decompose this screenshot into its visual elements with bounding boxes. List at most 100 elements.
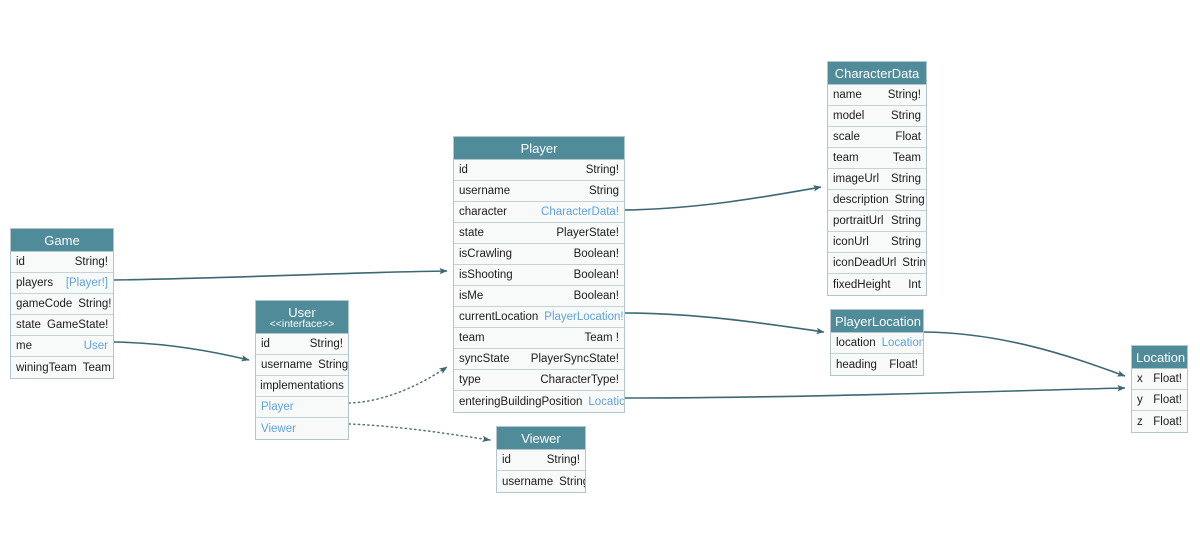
entity-header-location: Location (1132, 346, 1187, 369)
field-type: String (902, 257, 926, 269)
field-type: GameState! (46, 319, 109, 331)
field-type: Team (82, 361, 111, 374)
field-name: Player (261, 401, 294, 413)
field-type: Float (895, 131, 921, 143)
field-row: id String! (497, 450, 585, 471)
entity-title: CharacterData (834, 66, 920, 81)
implementation-row[interactable]: Player (256, 397, 348, 418)
field-name: type (459, 374, 481, 386)
entity-title: User (288, 305, 316, 320)
field-row: name String! (828, 85, 926, 106)
field-name: team (833, 152, 859, 164)
field-name: username (502, 475, 554, 488)
field-name: team (459, 332, 485, 344)
field-name: x (1137, 373, 1143, 385)
field-name: iconUrl (833, 236, 869, 248)
field-type: String (318, 359, 348, 371)
field-name: state (459, 227, 484, 239)
field-name: isMe (459, 290, 484, 302)
field-name: state (16, 319, 41, 331)
field-row: currentLocation PlayerLocation! (454, 307, 624, 328)
field-type: Float! (1153, 373, 1182, 385)
field-type: Float! (889, 358, 918, 371)
field-row: winingTeam Team (11, 357, 113, 378)
field-row: state PlayerState! (454, 223, 624, 244)
field-row: state GameState! (11, 315, 113, 336)
field-name: currentLocation (459, 311, 539, 323)
field-name: fixedHeight (833, 278, 891, 291)
field-name: isCrawling (459, 248, 513, 260)
implementation-row[interactable]: Viewer (256, 418, 348, 439)
field-name: enteringBuildingPosition (459, 395, 583, 408)
field-row: players[Player!] (11, 273, 113, 294)
entity-title: Viewer (521, 431, 561, 446)
field-type: String (894, 194, 925, 206)
field-type: Int (908, 278, 921, 291)
entity-header-user: User<<interface>> (256, 301, 348, 334)
field-row: isMe Boolean! (454, 286, 624, 307)
field-type: Float! (1153, 415, 1182, 428)
field-name: username (261, 359, 313, 371)
field-row: scale Float (828, 127, 926, 148)
field-row: fixedHeight Int (828, 274, 926, 295)
field-name: portraitUrl (833, 215, 884, 227)
field-type: Boolean! (573, 248, 619, 260)
field-row: username String (256, 355, 348, 376)
field-type: Location (588, 395, 624, 408)
field-type: String! (309, 338, 343, 350)
entity-title: PlayerLocation (835, 314, 921, 329)
edge-game-me-user (113, 341, 250, 362)
field-type: String! (546, 454, 580, 466)
edge-player-enteringbuildingposition-location (624, 384, 1126, 399)
field-name: name (833, 89, 862, 101)
field-type: PlayerState! (556, 227, 619, 239)
entity-playerlocation[interactable]: PlayerLocationlocationLocation!headingFl… (830, 309, 924, 376)
field-type: String (890, 110, 921, 122)
edge-player-currentlocation-playerlocation (624, 312, 825, 335)
edge-user-implements-viewer (348, 423, 491, 443)
entity-header-game: Game (11, 229, 113, 252)
entity-stereotype: <<interface>> (269, 318, 335, 330)
field-type: String (890, 173, 921, 185)
field-type: String! (887, 89, 921, 101)
field-name: Viewer (261, 422, 296, 435)
field-name: model (833, 110, 865, 122)
field-type: CharacterType! (540, 374, 619, 386)
field-type: String (890, 236, 921, 248)
field-name: isShooting (459, 269, 513, 281)
field-type: CharacterData! (541, 206, 619, 218)
field-name: players (16, 277, 54, 289)
field-row: imageUrl String (828, 169, 926, 190)
field-name: heading (836, 358, 877, 371)
field-name: id (502, 454, 511, 466)
entity-title: Game (44, 233, 80, 248)
field-type: PlayerLocation! (544, 311, 624, 323)
field-row: implementations (256, 376, 348, 397)
field-name: syncState (459, 353, 510, 365)
field-name: me (16, 340, 32, 352)
field-name: winingTeam (16, 361, 77, 374)
field-type: Boolean! (573, 290, 619, 302)
field-name: iconDeadUrl (833, 257, 897, 269)
field-type: String! (585, 164, 619, 176)
field-name: scale (833, 131, 860, 143)
field-type: String (588, 185, 619, 197)
field-name: imageUrl (833, 173, 880, 185)
